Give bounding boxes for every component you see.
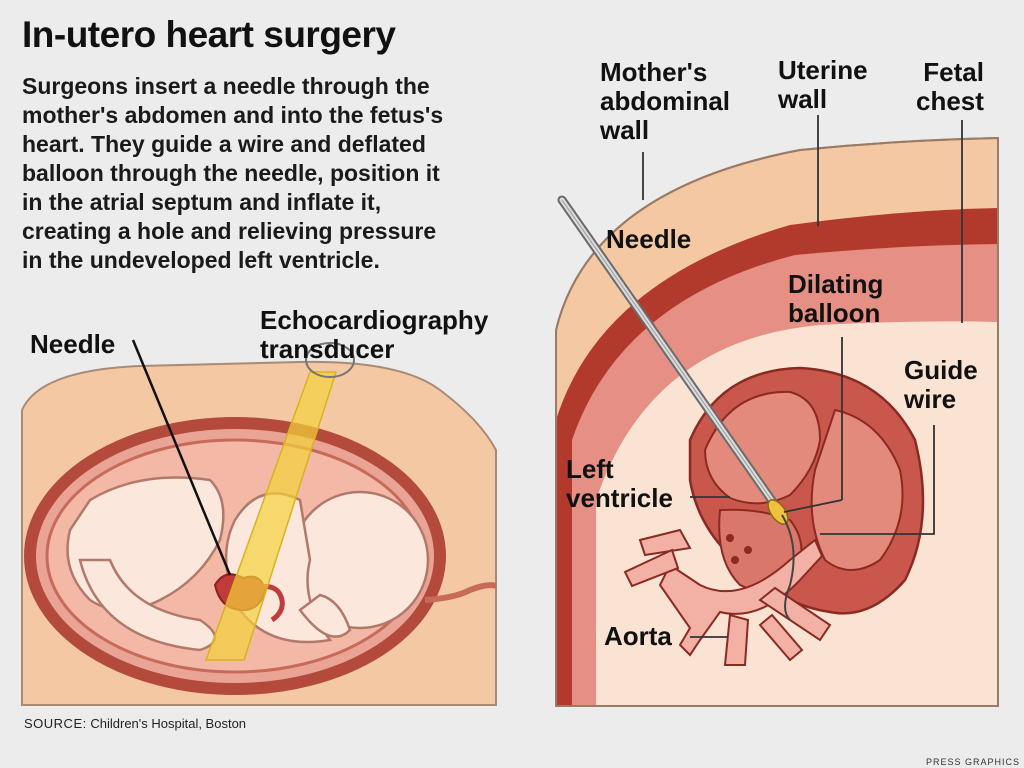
guide-wire <box>781 514 795 621</box>
description-line: heart. They guide a wire and deflated <box>22 131 426 157</box>
left-atrium <box>703 390 822 505</box>
fetal-heart-large <box>623 366 925 666</box>
needle-label-right: Needle <box>606 224 692 254</box>
right-panel-frame <box>555 136 999 707</box>
source-note: SOURCE: Children's Hospital, Boston <box>24 716 246 731</box>
guide-wire-label: Guide wire <box>904 355 978 414</box>
page-title: In-utero heart surgery <box>22 14 396 55</box>
source-prefix: SOURCE: <box>24 716 87 731</box>
needle-label-left: Needle <box>30 329 116 359</box>
description-line: in the atrial septum and inflate it, <box>22 189 382 215</box>
uterine-wall-label: Uterine wall <box>778 55 868 114</box>
description-line: mother's abdomen and into the fetus's <box>22 102 444 128</box>
description-line: Surgeons insert a needle through the <box>22 73 430 99</box>
mothers-wall-label: Mother's abdominal wall <box>600 57 731 145</box>
needle-right <box>557 195 787 520</box>
dilating-balloon-label: Dilating balloon <box>788 269 884 328</box>
fetal-chest-label: Fetal chest <box>916 57 984 116</box>
needle-left <box>131 339 232 576</box>
description-line: balloon through the needle, position it <box>22 160 440 186</box>
ultrasound-beam <box>204 371 338 661</box>
description-line: creating a hole and relieving pressure <box>22 218 437 244</box>
transducer-label: Echocardiography transducer <box>260 305 489 364</box>
right-chamber <box>810 408 904 571</box>
umbilical-cord <box>424 582 498 603</box>
aorta-label: Aorta <box>604 621 672 651</box>
source-text: Children's Hospital, Boston <box>90 716 247 731</box>
right-panel <box>555 115 999 707</box>
leader-lines <box>642 115 963 638</box>
description: Surgeons insert a needle through the mot… <box>22 72 542 275</box>
description-line: in the undeveloped left ventricle. <box>22 247 380 273</box>
press-credit: PRESS GRAPHICS <box>925 757 1020 767</box>
aorta <box>658 538 824 657</box>
left-panel <box>21 339 498 706</box>
left-ventricle-label: Left ventricle <box>566 454 673 513</box>
transducer-icon <box>305 342 355 378</box>
